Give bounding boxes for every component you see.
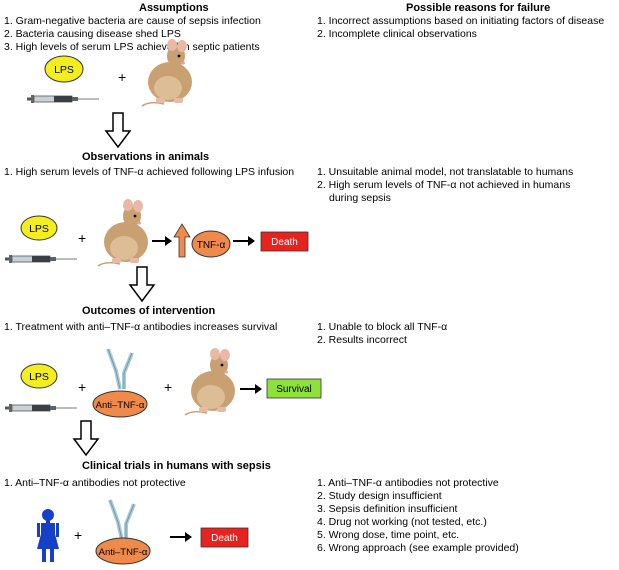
lps-node: LPS	[20, 363, 58, 389]
mouse-icon	[184, 347, 236, 416]
list-item: 1. Unsuitable animal model, not translat…	[317, 166, 574, 178]
trials-title: Clinical trials in humans with sepsis	[82, 460, 271, 472]
anti-tnf-label: Anti–TNF-α	[96, 400, 145, 411]
list-item: 1. Anti–TNF-α antibodies not protective	[317, 477, 499, 489]
survival-box: Survival	[266, 378, 322, 399]
syringe-icon	[26, 94, 100, 104]
human-icon	[37, 509, 59, 562]
mouse-icon	[141, 38, 193, 107]
animals-title: Observations in animals	[82, 151, 210, 163]
intervention-list: 1. Treatment with anti–TNF-α antibodies …	[4, 321, 277, 334]
list-item: 2. High serum levels of TNF-α not achiev…	[317, 179, 571, 191]
plus-sign: +	[78, 379, 86, 395]
anti-tnf-node: Anti–TNF-α	[92, 390, 148, 418]
intervention-failure-list: 1. Unable to block all TNF-α 2. Results …	[317, 321, 447, 347]
assumptions-header: Assumptions	[139, 2, 209, 14]
list-item: 6. Wrong approach (see example provided)	[317, 542, 519, 554]
trials-list: 1. Anti–TNF-α antibodies not protective	[4, 477, 186, 490]
tnf-node: TNF-α	[191, 230, 231, 258]
list-item: 1. Incorrect assumptions based on initia…	[317, 15, 605, 27]
death-box: Death	[260, 231, 309, 252]
death-box: Death	[200, 527, 249, 548]
list-item: 2. Results incorrect	[317, 334, 407, 346]
assumptions-failure-list: 1. Incorrect assumptions based on initia…	[317, 15, 604, 41]
trials-failure-list: 1. Anti–TNF-α antibodies not protective …	[317, 477, 519, 555]
list-item: 2. Incomplete clinical observations	[317, 28, 477, 40]
list-item: 5. Wrong dose, time point, etc.	[317, 529, 460, 541]
list-item: during sepsis	[329, 192, 391, 204]
list-item: 3. Sepsis definition insufficient	[317, 503, 458, 515]
right-arrow-icon	[152, 236, 172, 246]
list-item: 1. Treatment with anti–TNF-α antibodies …	[4, 321, 278, 333]
lps-label: LPS	[29, 371, 49, 383]
survival-label: Survival	[276, 384, 312, 395]
down-arrow-icon	[73, 420, 99, 456]
right-arrow-icon	[233, 236, 255, 246]
list-item: 2. Bacteria causing disease shed LPS	[4, 28, 181, 40]
right-arrow-icon	[170, 532, 192, 542]
animals-list: 1. High serum levels of TNF-α achieved f…	[4, 166, 294, 179]
list-item: 2. Study design insufficient	[317, 490, 442, 502]
plus-sign: +	[74, 527, 82, 543]
lps-label: LPS	[29, 223, 49, 235]
down-arrow-icon	[105, 112, 131, 148]
up-arrow-icon	[173, 223, 191, 258]
assumptions-list: 1. Gram-negative bacteria are cause of s…	[4, 15, 261, 54]
tnf-label: TNF-α	[197, 240, 226, 251]
intervention-title: Outcomes of intervention	[82, 305, 216, 317]
plus-sign: +	[78, 230, 86, 246]
list-item: 1. Anti–TNF-α antibodies not protective	[4, 477, 186, 489]
death-label: Death	[211, 533, 238, 544]
plus-sign: +	[118, 69, 126, 85]
syringe-icon	[4, 254, 78, 264]
list-item: 3. High levels of serum LPS achieved in …	[4, 41, 260, 53]
down-arrow-icon	[129, 266, 155, 302]
right-arrow-icon	[240, 384, 262, 394]
anti-tnf-node: Anti–TNF-α	[95, 537, 151, 565]
lps-node: LPS	[20, 215, 58, 241]
list-item: 1. High serum levels of TNF-α achieved f…	[4, 166, 295, 178]
animals-failure-list: 1. Unsuitable animal model, not translat…	[317, 166, 573, 205]
list-item: 1. Unable to block all TNF-α	[317, 321, 448, 333]
plus-sign: +	[164, 379, 172, 395]
death-label: Death	[271, 237, 298, 248]
failure-header: Possible reasons for failure	[406, 2, 551, 14]
list-item: 4. Drug not working (not tested, etc.)	[317, 516, 487, 528]
syringe-icon	[4, 403, 78, 413]
anti-tnf-label: Anti–TNF-α	[99, 547, 148, 558]
lps-label: LPS	[54, 64, 74, 76]
list-item: 1. Gram-negative bacteria are cause of s…	[4, 15, 261, 27]
mouse-icon	[97, 198, 149, 267]
lps-node: LPS	[44, 55, 84, 83]
antibody-icon	[106, 347, 134, 391]
antibody-icon	[108, 498, 136, 542]
